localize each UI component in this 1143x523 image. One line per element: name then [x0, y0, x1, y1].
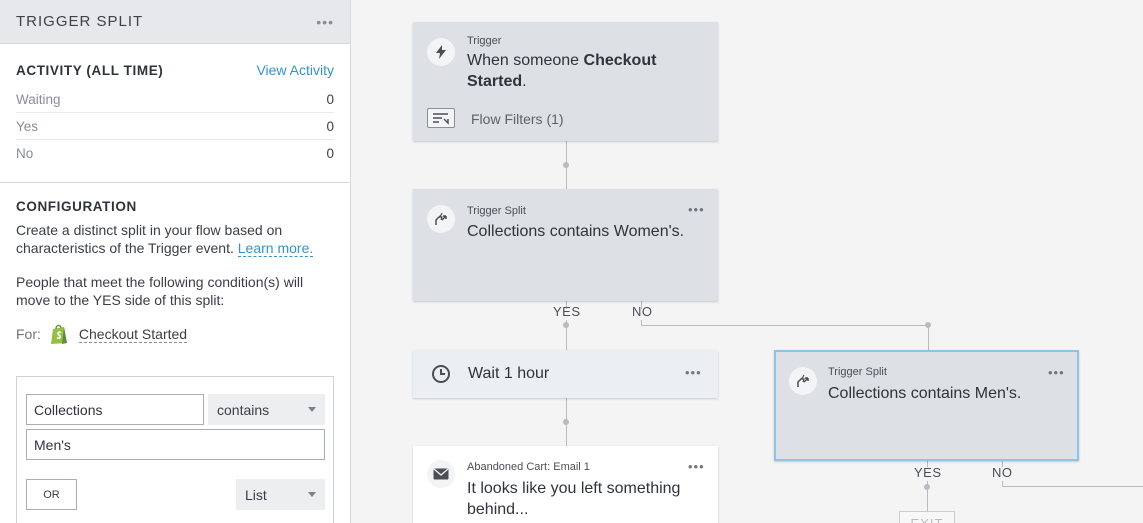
- split-rest: contains Women's.: [545, 223, 685, 240]
- trigger-node[interactable]: Trigger When someone Checkout Started. F…: [413, 22, 718, 141]
- view-activity-link[interactable]: View Activity: [256, 62, 334, 78]
- split-icon: [789, 367, 817, 395]
- more-dots-icon[interactable]: •••: [688, 202, 705, 217]
- flow-filters-label[interactable]: Flow Filters (1): [471, 111, 564, 127]
- stat-label: Waiting: [16, 91, 61, 107]
- stat-value: 0: [326, 91, 334, 107]
- for-label: For:: [16, 326, 41, 342]
- node-type-label: Trigger: [467, 35, 502, 47]
- or-button[interactable]: OR: [26, 479, 77, 510]
- email-name: Abandoned Cart: Email 1: [467, 461, 590, 473]
- trigger-split-node[interactable]: Trigger Split ••• Collections contains W…: [413, 189, 718, 301]
- wait-node[interactable]: Wait 1 hour •••: [413, 350, 718, 398]
- wait-label: Wait 1 hour: [468, 365, 550, 382]
- connector-line: [641, 325, 928, 326]
- split-condition: Collections contains Men's.: [828, 383, 1068, 404]
- activity-title: ACTIVITY (ALL TIME): [16, 62, 164, 78]
- stat-label: Yes: [16, 118, 39, 134]
- split-field: Collections: [467, 223, 546, 240]
- split-field: Collections: [828, 385, 907, 402]
- description-text: Create a distinct split in your flow bas…: [16, 222, 283, 256]
- trigger-event-name: Checkout Started: [467, 52, 657, 90]
- configuration-section: CONFIGURATION Create a distinct split in…: [0, 183, 350, 345]
- filter-icon: [427, 108, 455, 128]
- connector-dot: [563, 322, 569, 328]
- more-dots-icon[interactable]: •••: [685, 365, 702, 380]
- exit-node[interactable]: EXIT: [899, 511, 955, 523]
- trigger-text-end: .: [522, 73, 527, 90]
- trigger-text: When someone: [467, 52, 584, 69]
- connector-dot: [563, 162, 569, 168]
- clock-icon: [427, 360, 455, 388]
- connector-line: [641, 320, 642, 326]
- configuration-description: Create a distinct split in your flow bas…: [16, 221, 334, 257]
- trigger-event-link[interactable]: Checkout Started: [78, 325, 188, 343]
- email-subject: It looks like you left something behind.…: [467, 480, 681, 518]
- condition-editor: Collections contains Men's OR List: [16, 376, 334, 523]
- node-type-label: Trigger Split: [467, 205, 526, 217]
- connector-line: [927, 461, 928, 467]
- for-row: For: Checkout Started: [16, 323, 334, 345]
- connector-line: [641, 301, 642, 309]
- stat-value: 0: [326, 118, 334, 134]
- more-dots-icon[interactable]: •••: [688, 459, 705, 474]
- split-rest: contains Men's.: [906, 385, 1022, 402]
- connector-line: [1002, 481, 1003, 487]
- operator-value: contains: [217, 401, 270, 418]
- connector-line: [928, 325, 929, 350]
- email-node[interactable]: Abandoned Cart: Email 1 ••• It looks lik…: [413, 446, 718, 523]
- activity-section: ACTIVITY (ALL TIME) View Activity Waitin…: [0, 44, 350, 183]
- trigger-description: When someone Checkout Started.: [467, 50, 697, 92]
- value-field[interactable]: Men's: [26, 429, 325, 460]
- stat-row-no: No 0: [16, 140, 334, 167]
- panel-title: TRIGGER SPLIT: [16, 13, 144, 30]
- condition-intro: People that meet the following condition…: [16, 274, 304, 308]
- lightning-icon: [427, 38, 455, 66]
- sidebar-header: TRIGGER SPLIT •••: [0, 0, 350, 44]
- stat-label: No: [16, 146, 34, 161]
- no-label: NO: [632, 304, 653, 319]
- connector-line: [1002, 486, 1143, 487]
- chevron-down-icon: [308, 492, 316, 497]
- configuration-title: CONFIGURATION: [16, 199, 137, 214]
- split-condition: Collections contains Women's.: [467, 221, 707, 242]
- stat-row-waiting: Waiting 0: [16, 86, 334, 113]
- connector-dot: [563, 419, 569, 425]
- yes-label: YES: [553, 304, 581, 319]
- yes-label: YES: [914, 465, 942, 480]
- property-field[interactable]: Collections: [26, 394, 204, 425]
- connector-dot: [924, 484, 930, 490]
- split-icon: [427, 205, 455, 233]
- stat-row-yes: Yes 0: [16, 113, 334, 140]
- sidebar-panel: TRIGGER SPLIT ••• ACTIVITY (ALL TIME) Vi…: [0, 0, 351, 523]
- envelope-icon: [427, 460, 455, 488]
- type-select[interactable]: List: [236, 479, 325, 510]
- type-value: List: [245, 486, 267, 503]
- connector-line: [1002, 461, 1003, 467]
- chevron-down-icon: [308, 407, 316, 412]
- connector-line: [566, 301, 567, 309]
- learn-more-link[interactable]: Learn more.: [237, 240, 314, 257]
- flow-canvas[interactable]: YES NO YES NO Trigger When someone Check…: [351, 0, 1143, 523]
- no-label: NO: [992, 465, 1013, 480]
- node-type-label: Trigger Split: [828, 366, 887, 378]
- more-dots-icon[interactable]: •••: [1048, 365, 1065, 380]
- connector-line: [566, 320, 567, 350]
- connector-line: [927, 481, 928, 511]
- operator-select[interactable]: contains: [208, 394, 325, 425]
- more-dots-icon[interactable]: •••: [316, 13, 334, 30]
- trigger-split-node-selected[interactable]: Trigger Split ••• Collections contains M…: [774, 350, 1079, 461]
- stat-value: 0: [326, 146, 334, 161]
- shopify-icon: [50, 324, 67, 344]
